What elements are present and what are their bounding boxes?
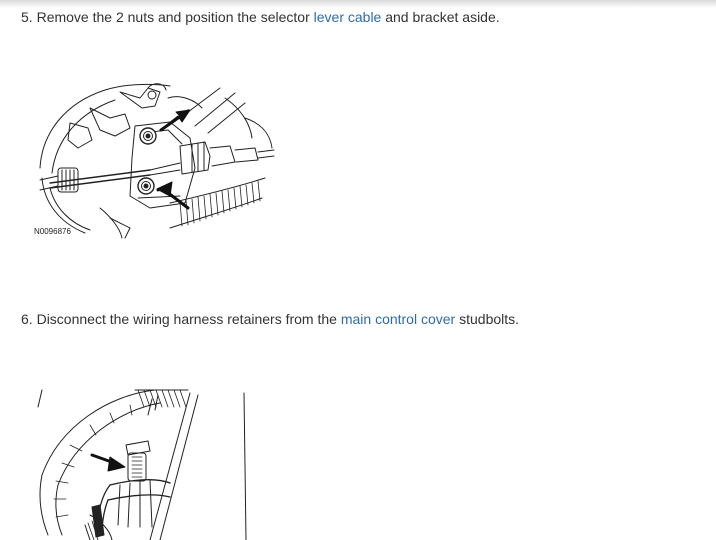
arrow-icon: [90, 453, 126, 472]
arrow-icon: [159, 109, 191, 132]
figure-id-label: N0096876: [34, 227, 71, 236]
step-number: 5.: [21, 9, 33, 25]
step-number: 6.: [21, 311, 33, 327]
step-5-instruction: 5. Remove the 2 nuts and position the se…: [21, 8, 500, 26]
arrow-icon: [156, 181, 190, 210]
lever-cable-link[interactable]: lever cable: [313, 9, 382, 25]
wiring-harness-illustration: [37, 389, 247, 540]
selector-lever-cable-illustration: [39, 83, 275, 239]
figure-step-6: [30, 385, 255, 540]
nut-icon: [137, 177, 155, 195]
step-text-after: studbolts.: [459, 311, 520, 327]
nut-icon: [139, 127, 157, 145]
step-text-after: and bracket aside.: [385, 9, 500, 25]
top-shadow: [0, 0, 716, 8]
main-control-cover-link[interactable]: main control cover: [340, 311, 456, 327]
figure-step-5: N0096876: [30, 78, 280, 240]
step-text-before: Remove the 2 nuts and position the selec…: [36, 9, 310, 25]
step-6-instruction: 6. Disconnect the wiring harness retaine…: [21, 310, 519, 328]
step-text-before: Disconnect the wiring harness retainers …: [36, 311, 337, 327]
